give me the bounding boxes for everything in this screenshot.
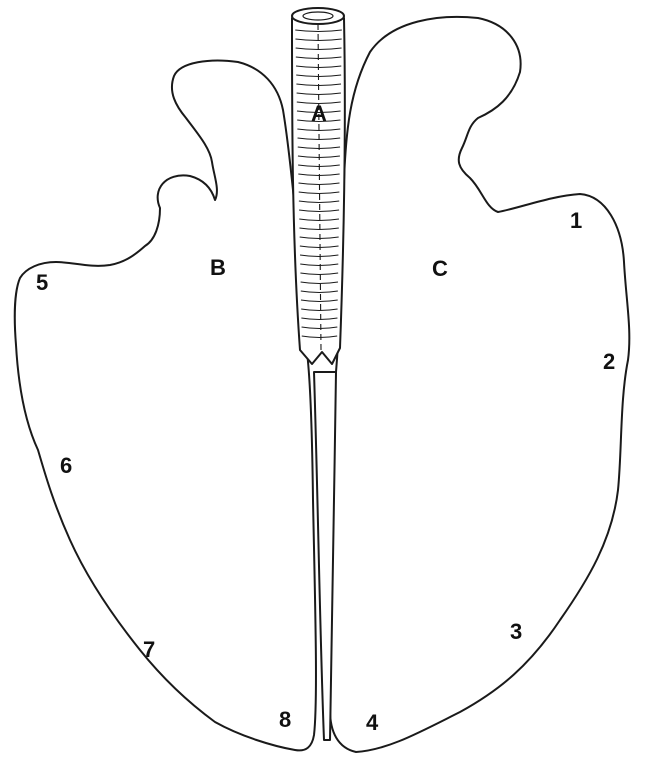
left-lung-outline	[15, 61, 316, 751]
label-point-3: 3	[510, 619, 522, 644]
label-point-6: 6	[60, 453, 72, 478]
label-point-5: 5	[36, 270, 48, 295]
label-point-4: 4	[366, 710, 379, 735]
label-right-lung: C	[432, 256, 448, 281]
label-point-8: 8	[279, 707, 291, 732]
label-point-1: 1	[570, 208, 582, 233]
label-point-7: 7	[143, 637, 155, 662]
trachea-top-ring	[292, 8, 344, 24]
right-lung-outline	[330, 17, 629, 752]
label-left-lung: B	[210, 255, 226, 280]
label-trachea: A	[311, 101, 327, 126]
label-point-2: 2	[603, 349, 615, 374]
